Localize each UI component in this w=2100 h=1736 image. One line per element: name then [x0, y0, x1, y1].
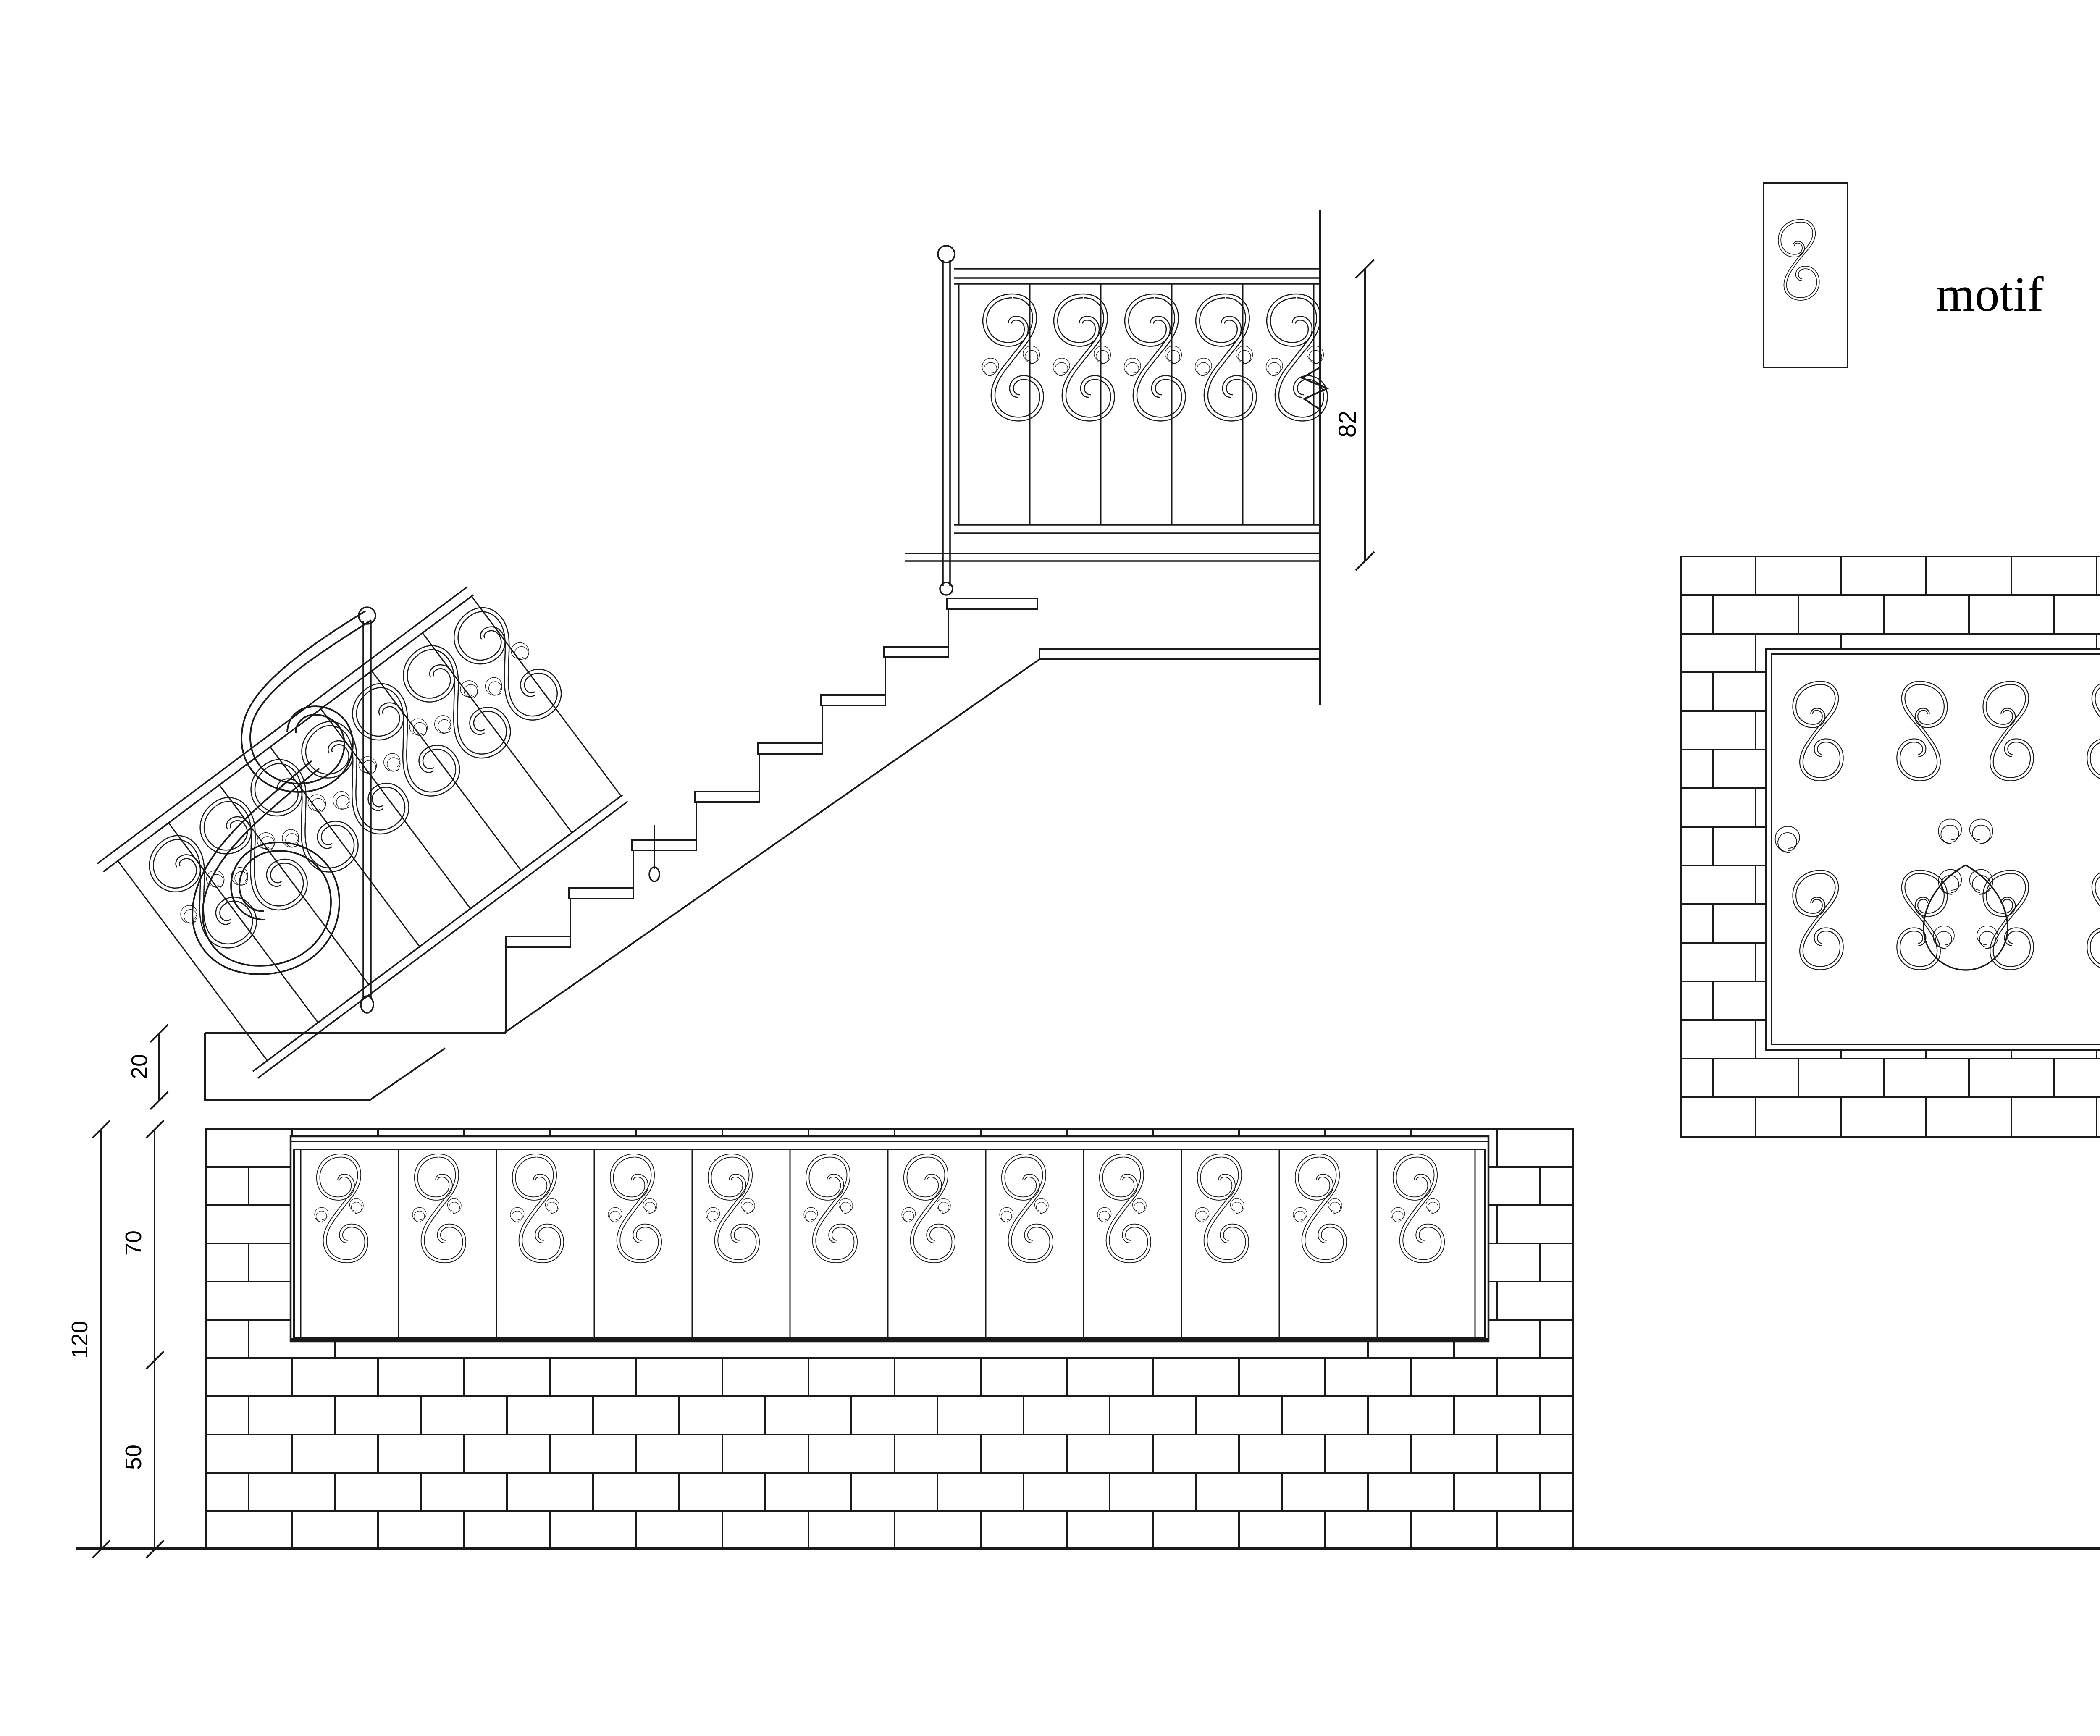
centre-rosette — [1923, 818, 2008, 971]
ball-finial-icon — [937, 245, 956, 263]
dimension-chain-wall: 70 50 — [121, 1120, 165, 1559]
newel-post-landing — [937, 245, 956, 596]
motif-detail-view: motif — [1763, 182, 2044, 368]
landing-balusters — [958, 284, 1327, 525]
fence-grille — [289, 1135, 1490, 1343]
dimension-label-20: 20 — [127, 1054, 152, 1079]
dimension-82: 82 — [1334, 259, 1375, 571]
dimension-20: 20 — [127, 1024, 169, 1110]
wall-reference-line — [1300, 210, 1330, 705]
stair-treads — [204, 598, 1038, 1101]
raking-railing — [97, 586, 628, 1079]
dimension-label-82: 82 — [1334, 411, 1361, 438]
dimension-label-50: 50 — [121, 1445, 146, 1470]
square-grille-frame — [1765, 648, 2100, 1051]
motif-frame — [1763, 182, 1848, 368]
staircase-railing-elevation: 82 20 — [97, 210, 1375, 1110]
dimension-label-120-wall: 120 — [67, 1321, 92, 1358]
square-grille-scrollwork — [1774, 681, 2100, 971]
boundary-wall-fence-elevation: 120 70 50 — [67, 1120, 2100, 1559]
landing-slab — [503, 648, 1320, 1034]
square-wall-panel-elevation: 25 120 25 170 — [1680, 556, 2100, 1138]
dimension-label-70: 70 — [121, 1230, 146, 1256]
handrail-volute — [192, 610, 372, 975]
fence-pickets — [300, 1149, 1476, 1337]
motif-label: motif — [1936, 267, 2044, 322]
landing-railing — [905, 245, 1327, 596]
dimension-120-wall: 120 — [67, 1120, 111, 1559]
